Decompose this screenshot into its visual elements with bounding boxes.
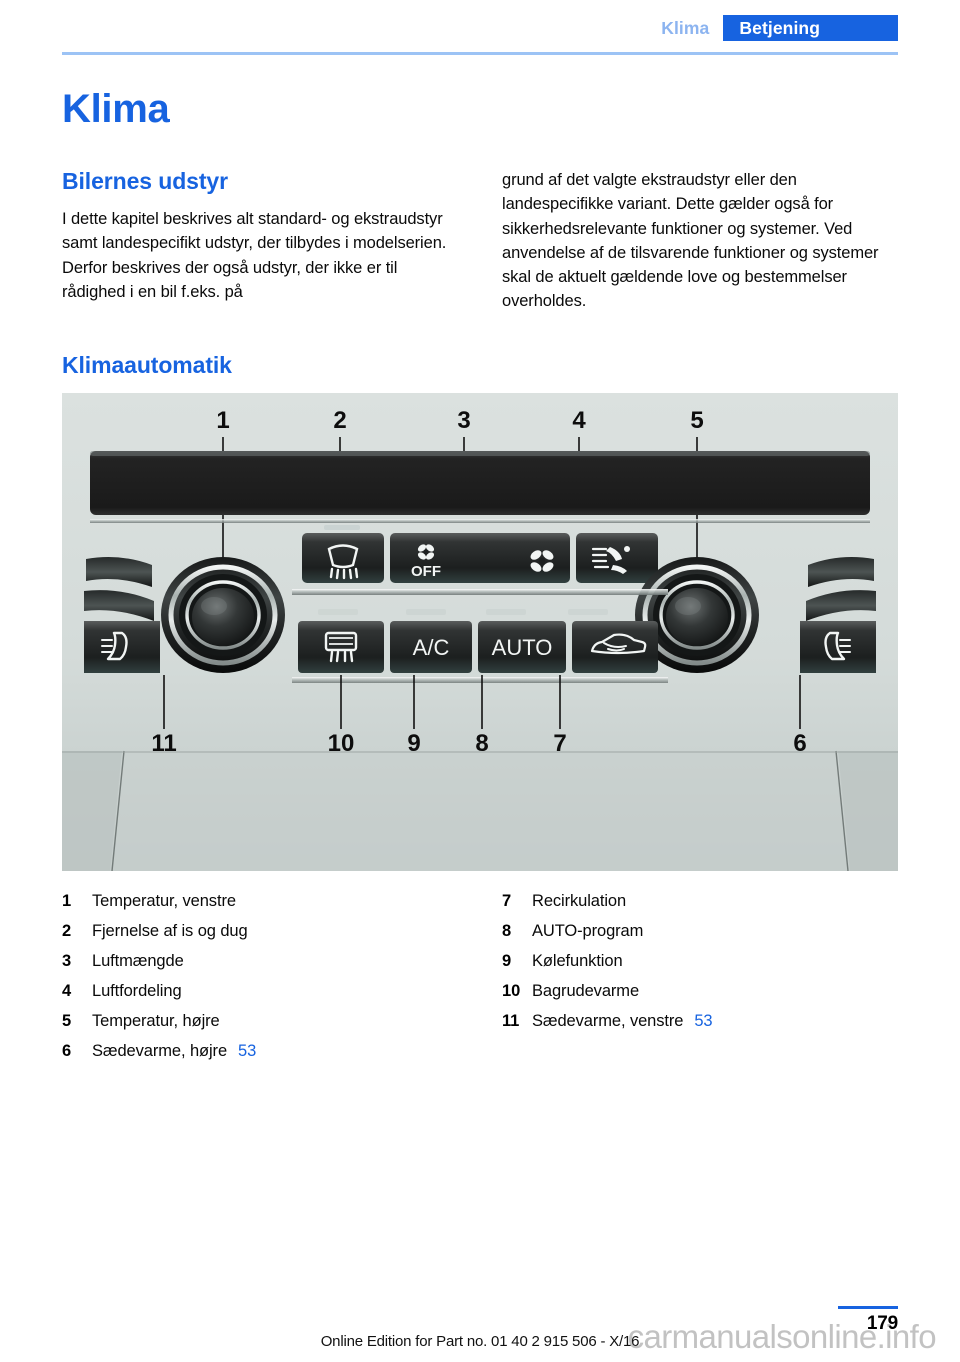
legend-label: Fjernelse af is og dug — [92, 921, 248, 940]
header-chapter-label: Klima — [661, 17, 710, 38]
equipment-paragraph-left: I dette kapitel beskrives alt standard- … — [62, 210, 447, 301]
legend-page-ref[interactable]: 53 — [238, 1041, 257, 1060]
equipment-section: Bilernes udstyr I dette kapitel beskrive… — [62, 168, 898, 314]
air-distribution-button — [576, 532, 658, 583]
figure-callouts-bottom: 11 10 9 8 7 6 — [151, 730, 806, 757]
seat-heating-left-button — [84, 620, 160, 673]
page-number: 179 — [866, 1313, 898, 1334]
equipment-right-column: grund af det valgte ekstraudstyr eller d… — [502, 168, 898, 314]
legend-label: Kølefunktion — [532, 951, 623, 970]
legend-label: Luftfordeling — [92, 981, 182, 1000]
ac-label: A/C — [413, 635, 450, 660]
legend-item: 2 Fjernelse af is og dug — [62, 921, 458, 940]
edition-note: Online Edition for Part no. 01 40 2 915 … — [320, 1333, 640, 1350]
svg-text:5: 5 — [690, 407, 703, 434]
legend-column-left: 1 Temperatur, venstre 2 Fjernelse af is … — [62, 891, 458, 1073]
windscreen-defrost-button — [302, 532, 384, 583]
legend-number: 6 — [62, 1041, 72, 1060]
legend-label: Temperatur, venstre — [92, 891, 236, 910]
rear-window-defrost-button — [298, 620, 384, 673]
legend-label: Temperatur, højre — [92, 1011, 220, 1030]
page-content: Klima Bilernes udstyr I dette kapitel be… — [62, 88, 898, 1073]
header-section-label: Betjening — [723, 15, 898, 41]
legend-label: Luftmængde — [92, 951, 184, 970]
legend-item: 9 Kølefunktion — [502, 951, 898, 970]
header-breadcrumb: Klima Betjening — [661, 15, 898, 41]
legend-page-ref[interactable]: 53 — [694, 1011, 713, 1030]
equipment-left-column: Bilernes udstyr I dette kapitel beskrive… — [62, 168, 458, 314]
running-header: Klima Betjening — [0, 0, 960, 58]
legend-number: 7 — [502, 891, 512, 910]
legend-label: Bagrudevarme — [532, 981, 640, 1000]
svg-text:6: 6 — [793, 730, 806, 757]
svg-text:1: 1 — [216, 407, 229, 434]
svg-text:9: 9 — [407, 730, 420, 757]
legend-label: AUTO-program — [532, 921, 644, 940]
legend-item: 11 Sædevarme, venstre 53 — [502, 1011, 898, 1030]
page-footer: Online Edition for Part no. 01 40 2 915 … — [0, 1282, 960, 1362]
svg-text:11: 11 — [151, 730, 176, 757]
recirculation-button — [572, 620, 658, 673]
legend-number: 2 — [62, 921, 72, 940]
temperature-knob-right — [635, 556, 759, 673]
seat-heating-right-button — [800, 620, 876, 673]
legend-label: Sædevarme, venstre — [532, 1011, 684, 1030]
legend-label: Sædevarme, højre — [92, 1041, 228, 1060]
legend-item: 7 Recirkulation — [502, 891, 898, 910]
temperature-knob-left — [161, 556, 285, 673]
page-number-rule — [838, 1306, 898, 1309]
fan-off-label: OFF — [411, 563, 441, 580]
auto-button: AUTO — [478, 620, 566, 673]
auto-label: AUTO — [492, 635, 553, 660]
header-divider — [62, 52, 898, 55]
svg-text:3: 3 — [457, 407, 470, 434]
legend-item: 10 Bagrudevarme — [502, 981, 898, 1000]
legend-number: 1 — [62, 891, 72, 910]
figure-callouts-top: 1 2 3 4 5 — [216, 407, 703, 434]
figure-legend: 1 Temperatur, venstre 2 Fjernelse af is … — [62, 891, 898, 1073]
legend-item: 5 Temperatur, højre — [62, 1011, 458, 1030]
climate-control-figure: 1 2 3 4 5 — [62, 392, 898, 871]
ac-button: A/C — [390, 620, 472, 673]
climate-control-illustration: 1 2 3 4 5 — [62, 392, 898, 871]
equipment-paragraph-right: grund af det valgte ekstraudstyr eller d… — [502, 171, 879, 311]
legend-number: 4 — [62, 981, 72, 1000]
legend-number: 10 — [502, 981, 521, 1000]
svg-text:2: 2 — [333, 407, 346, 434]
air-volume-buttons: OFF — [390, 532, 570, 583]
legend-number: 5 — [62, 1011, 72, 1030]
legend-number: 9 — [502, 951, 512, 970]
legend-item: 1 Temperatur, venstre — [62, 891, 458, 910]
page-title: Klima — [62, 87, 170, 131]
svg-text:4: 4 — [572, 407, 586, 434]
svg-text:10: 10 — [328, 730, 355, 757]
legend-item: 4 Luftfordeling — [62, 981, 458, 1000]
svg-text:8: 8 — [475, 730, 488, 757]
legend-item: 6 Sædevarme, højre 53 — [62, 1041, 458, 1060]
equipment-heading: Bilernes udstyr — [62, 168, 228, 194]
climate-heading: Klimaautomatik — [62, 351, 232, 378]
legend-item: 8 AUTO-program — [502, 921, 898, 940]
legend-number: 8 — [502, 921, 512, 940]
svg-text:7: 7 — [553, 730, 566, 757]
legend-item: 3 Luftmængde — [62, 951, 458, 970]
legend-column-right: 7 Recirkulation 8 AUTO-program 9 Kølefun… — [502, 891, 898, 1073]
legend-number: 11 — [502, 1011, 520, 1030]
legend-number: 3 — [62, 951, 72, 970]
legend-label: Recirkulation — [532, 891, 627, 910]
